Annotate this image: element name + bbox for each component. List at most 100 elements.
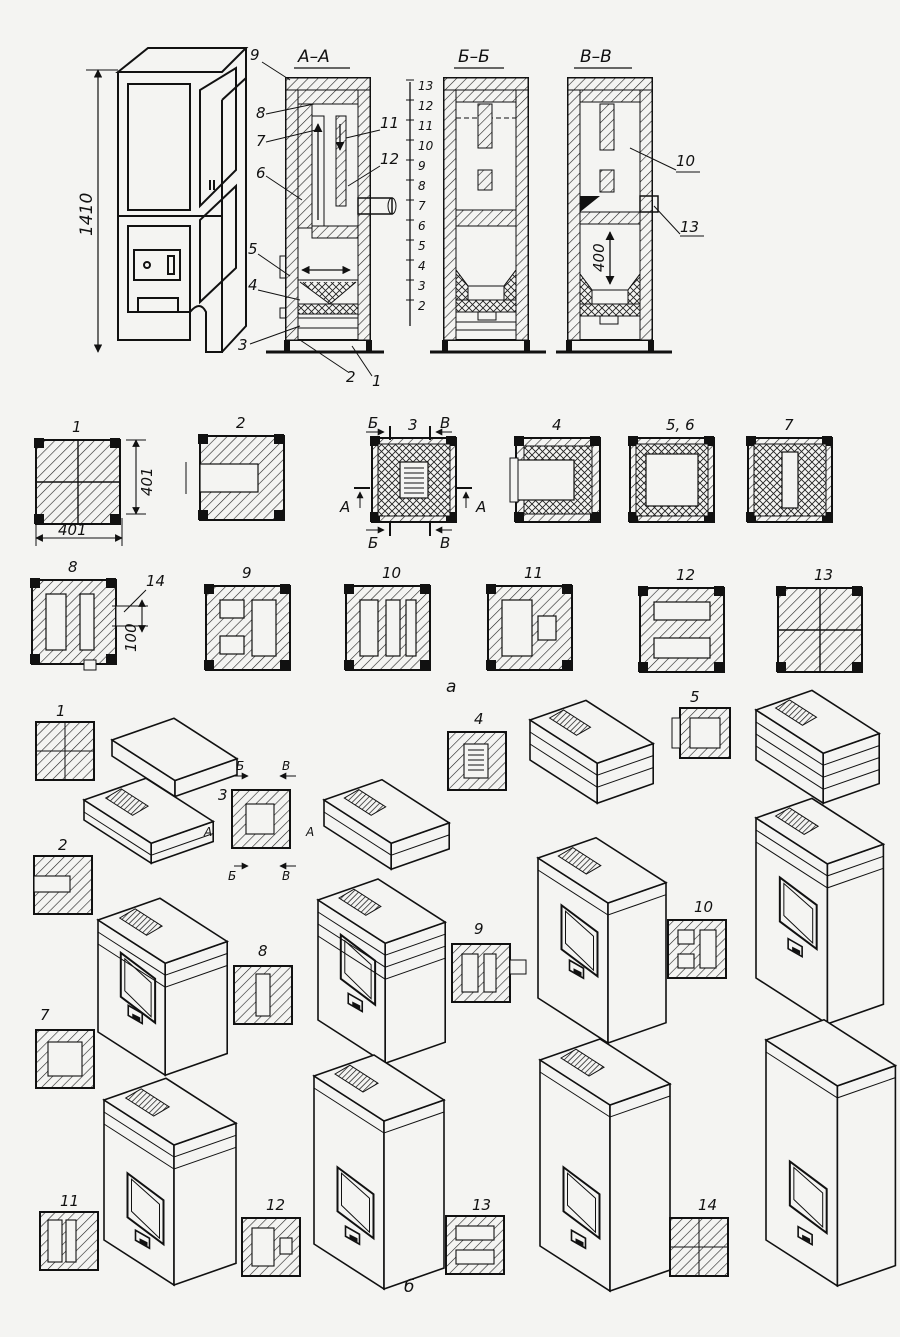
step-label: 3	[218, 786, 228, 804]
plan-row-8: 9	[204, 564, 291, 671]
iso-step-11	[312, 1054, 446, 1291]
step-plan-4: 4	[447, 710, 507, 791]
section-vv-title: В–В	[580, 47, 612, 67]
scale-row-label: 12	[418, 99, 433, 113]
scale-row-label: 9	[418, 159, 426, 173]
plan-row-7: 8	[30, 558, 143, 671]
plan-row-label: 12	[676, 566, 695, 584]
cut-a-left: А	[339, 498, 350, 516]
plan-row-label: 10	[382, 564, 401, 582]
step-label: 1	[56, 702, 66, 720]
step-label: 7	[40, 1006, 50, 1024]
cut-markers-step3: Б В Б В А А	[203, 759, 314, 883]
plan-row-6: 7	[746, 416, 833, 523]
callout-11: 11	[380, 114, 399, 132]
scale-row-label: 8	[418, 179, 426, 193]
step-plan-3: 3	[218, 786, 291, 849]
step-label: 12	[266, 1196, 285, 1214]
plan-row-label: 9	[242, 564, 252, 582]
callout-2: 2	[346, 368, 356, 386]
step-label: 2	[58, 836, 68, 854]
callout-13: 13	[680, 218, 699, 236]
section-bb: Б–Б	[430, 47, 546, 354]
cut-b-bottom: Б	[368, 534, 378, 552]
height-dimension: 1410	[77, 69, 118, 353]
plan-row-label: 8	[68, 558, 78, 576]
iso-step-5	[754, 689, 882, 805]
step-label: 13	[472, 1196, 491, 1214]
step-plan-10: 10	[667, 898, 727, 979]
iso-step-2	[82, 777, 216, 865]
step3-cut-b-top: Б	[236, 759, 244, 773]
cut-a-right: А	[475, 498, 486, 516]
plan-row-label: 1	[72, 418, 82, 436]
step-plan-9: 9	[451, 920, 527, 1003]
step-plan-7: 7	[35, 1006, 95, 1089]
iso-step-4	[528, 699, 656, 805]
cut-v-top: В	[440, 414, 450, 432]
plan-row-9: 10	[344, 564, 431, 671]
isometric-steps	[82, 689, 898, 1293]
step-plan-12: 12	[241, 1196, 301, 1277]
callout-3: 3	[238, 336, 248, 354]
callout-9: 9	[250, 46, 260, 64]
scale-row-label: 5	[418, 239, 426, 253]
plan-row-label: 3	[408, 416, 418, 434]
plan-row-5: 5, 6	[628, 416, 715, 523]
callout-4: 4	[248, 276, 258, 294]
callout-5: 5	[248, 240, 258, 258]
plan-row-label: 4	[552, 416, 562, 434]
step-label: 9	[474, 920, 484, 938]
iso-step-10	[102, 1077, 238, 1287]
dim-100-label: 100	[122, 623, 140, 652]
part-a-letter: а	[446, 677, 456, 697]
plan-row-10: 11	[486, 564, 573, 671]
step3-cut-v-top: В	[282, 759, 290, 773]
scale-row-label: 7	[418, 199, 426, 213]
scale-row-label: 3	[418, 279, 426, 293]
plan-row-2: 2	[185, 414, 285, 521]
stove-isometric-view	[115, 47, 249, 353]
step-plan-1: 1	[35, 702, 95, 781]
plan-row-1: 1	[34, 418, 121, 525]
plan-row-label: 7	[784, 416, 794, 434]
plan-row-label: 13	[814, 566, 833, 584]
section-vv: В–В 400 10 13	[556, 47, 704, 354]
scale-row-label: 13	[418, 79, 433, 93]
iso-step-12	[538, 1038, 672, 1293]
cut-v-bottom: В	[440, 534, 450, 552]
step-plan-13: 13	[445, 1196, 505, 1275]
plan-row-label: 2	[236, 414, 246, 432]
step3-cut-a-right: А	[305, 825, 314, 839]
cut-markers-row3: Б В Б В А А	[339, 414, 486, 552]
step-label: 8	[258, 942, 268, 960]
step-plan-2: 2	[33, 836, 93, 915]
step-plan-8: 8	[233, 942, 293, 1025]
plan-row-4: 4	[509, 416, 601, 523]
dim-401-horizontal: 401	[58, 521, 87, 539]
plan-row-3: 3	[370, 416, 457, 523]
iso-step-6	[96, 897, 230, 1077]
dim-400-label: 400	[590, 243, 608, 272]
scale-row-label: 10	[418, 139, 434, 153]
iso-step-7	[316, 878, 448, 1065]
callout-10: 10	[676, 152, 695, 170]
scale-row-label: 4	[418, 259, 426, 273]
callout-12: 12	[380, 150, 399, 168]
section-aa-title: А–А	[297, 47, 330, 67]
step-label: 10	[694, 898, 713, 916]
iso-step-9	[754, 797, 886, 1026]
step3-cut-a-left: А	[203, 825, 212, 839]
iso-step-13	[764, 1018, 898, 1288]
plan-row-11: 12	[638, 566, 725, 673]
cut-b-top: Б	[368, 414, 378, 432]
step-plan-5: 5	[671, 688, 731, 759]
plan-row-label: 5, 6	[666, 416, 695, 434]
callout-6: 6	[256, 164, 266, 182]
dim-401-vertical: 401	[138, 467, 156, 496]
iso-step-1	[110, 717, 239, 798]
iso-step-8	[536, 836, 668, 1045]
